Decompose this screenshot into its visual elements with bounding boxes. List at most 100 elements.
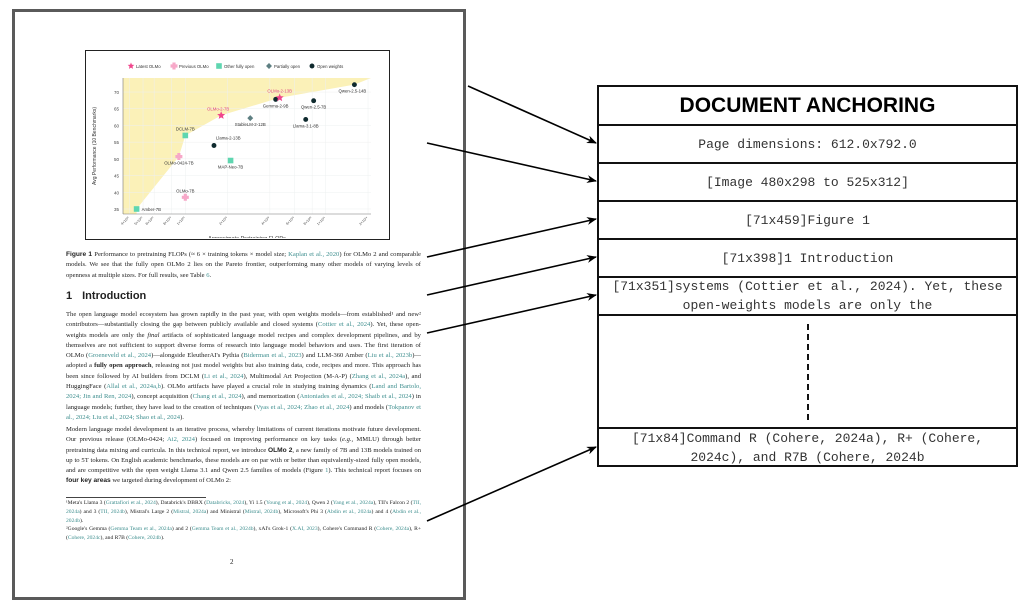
text-span: ), Cohere's Command R ( [317, 526, 377, 533]
x-tick-label: 8×10²² [162, 215, 173, 226]
citation-link[interactable]: X.AI, 2023 [291, 526, 318, 533]
citation-link[interactable]: Groeneveld et al., 2024 [88, 352, 152, 360]
x-tick-label: 1×10²⁴ [316, 216, 327, 227]
data-label: Gemma-2-9B [263, 103, 289, 108]
y-tick-label: 55 [114, 140, 120, 145]
text-span: ), Multimodal Art Projection (M-A-P) ( [243, 372, 352, 380]
text-span: ), concept acquisition ( [131, 393, 193, 401]
citation-link[interactable]: Young et al., 2024 [265, 500, 308, 506]
y-tick-label: 45 [114, 174, 120, 179]
arrow-figure [426, 217, 597, 258]
citation-link[interactable]: Gemma Team et al., 2024a [110, 526, 172, 533]
anchor-row-page-dimensions: Page dimensions: 612.0x792.0 [599, 126, 1016, 164]
data-label: DCLM-7B [176, 126, 195, 131]
citation-link[interactable]: Vyas et al., 2024; Zhao et al., 2024 [255, 403, 350, 411]
citation-link[interactable]: Land and Bartolo, 2024; Jin and Ren, 202… [66, 383, 421, 401]
citation-link[interactable]: 1 [325, 467, 329, 475]
citation-link[interactable]: Yang et al., 2024a [332, 500, 374, 506]
data-point [275, 93, 284, 102]
data-point [303, 116, 309, 122]
text-span: ), xAI's Grok-1 ( [253, 526, 292, 533]
document-anchoring-panel: DOCUMENT ANCHORING Page dimensions: 612.… [597, 85, 1018, 467]
pareto-frontier-region [123, 78, 371, 214]
citation-link[interactable]: Mistral, 2024b [244, 508, 279, 515]
section-number: 1 [66, 290, 73, 302]
citation-link[interactable]: Gemma Team et al., 2024b [191, 526, 254, 533]
citation-link[interactable]: Liu et al., 2023b [367, 352, 413, 360]
citation-link[interactable]: Cohere, 2024b [128, 535, 162, 542]
data-label: OLMo-7B [176, 188, 195, 193]
citation-link[interactable]: TII, 2024b [100, 508, 125, 515]
citation-link[interactable]: Li et al., 2024 [204, 372, 244, 380]
citation-link[interactable]: Antoniades et al., 2024; Shaib et al., 2… [299, 393, 412, 401]
citation-link[interactable]: Grattafiori et al., 2024 [105, 500, 156, 506]
text-span: ), and HuggingFace ( [66, 372, 422, 391]
text-span: ), and R7B ( [100, 535, 129, 542]
x-tick-label: 8×10²³ [303, 215, 314, 226]
x-tick-label: 4×10²³ [261, 215, 272, 226]
citation-link[interactable]: TII, 2024a [66, 500, 422, 515]
text-span: ¹Meta's Llama 3 ( [66, 500, 106, 506]
x-tick-label: 4×10²² [120, 215, 131, 226]
text-span: ) and models ( [349, 403, 389, 411]
data-label: Qwen-2.5-14B [339, 89, 367, 94]
text-span: final [147, 331, 160, 339]
arrow-heading [426, 255, 597, 296]
data-point [182, 132, 189, 139]
arrow-text [426, 293, 597, 334]
citation-link[interactable]: Databricks, 2024 [206, 500, 245, 506]
citation-link[interactable]: 6 [206, 271, 210, 279]
citation-link[interactable]: Zhang et al., 2024a [351, 372, 406, 380]
text-span: ). Yet, these open-weights models are on… [66, 321, 421, 339]
citation-link[interactable]: Kaplan et al., 2020 [288, 251, 340, 258]
text-span: Performance to pretraining FLOPs (≈ 6 × … [94, 251, 289, 258]
citation-link[interactable]: Tokpanov et al., 2024; Liu et al., 2024;… [66, 403, 421, 421]
text-span: OLMo 2 [268, 446, 293, 454]
citation-link[interactable]: Cottier et al., 2024 [317, 321, 371, 329]
data-label: Llama-2-13B [216, 135, 241, 140]
legend-label: Partially open [274, 64, 301, 69]
data-label: OLMo-2-7B [207, 106, 229, 111]
intro-paragraph-1: The open language model ecosystem has gr… [66, 310, 421, 423]
anchor-row-figure: [71x459]Figure 1 [599, 202, 1016, 240]
citation-link[interactable]: Allal et al., 2024a,b [106, 383, 161, 391]
citation-link[interactable]: Cohere, 2024c [67, 535, 101, 542]
data-label: OLMo-0424-7B [164, 161, 194, 166]
data-point [133, 206, 140, 212]
text-span: ) and 2 ( [171, 526, 192, 533]
x-tick-label: 6×10²³ [285, 215, 296, 226]
text-span: The open language model ecosystem has gr… [66, 311, 421, 329]
y-axis-label: Avg Performance (10 Benchmarks) [92, 107, 98, 185]
citation-link[interactable]: Biderman et al., 2023 [243, 352, 302, 360]
x-tick-label: 6×10²² [145, 215, 156, 226]
text-span: ), and memorization ( [241, 393, 300, 401]
y-tick-label: 40 [114, 190, 120, 195]
plus-legend-icon [170, 62, 178, 70]
legend-label: Open weights [317, 64, 343, 69]
citation-link[interactable]: Cohere, 2024a [376, 526, 410, 533]
citation-link[interactable]: Abdin et al., 2024b [66, 508, 421, 524]
text-span: ) focused on improving performance on ke… [194, 436, 343, 444]
legend-label: Previous OLMo [179, 64, 209, 69]
text-span: MMLU) through better pretraining data mi… [66, 436, 421, 454]
text-span: ), Mistral's Large 2 ( [124, 508, 174, 515]
text-span: e.g., [342, 436, 354, 444]
citation-link[interactable]: Ai2, 2024 [167, 436, 195, 444]
citation-link[interactable]: Mistral, 2024a [173, 508, 207, 515]
citation-link[interactable]: Abdin et al., 2024a [326, 508, 372, 515]
text-span: ). This technical report focuses on [328, 467, 421, 475]
intro-paragraph-2: Modern language model development is an … [66, 425, 421, 487]
anchor-row-footnote: [71x84]Command R (Cohere, 2024a), R+ (Co… [631, 431, 984, 465]
text-span: , a new family of 7B and 13B models trai… [66, 446, 421, 475]
y-tick-label: 50 [114, 157, 120, 162]
text-span: )—adopted a [66, 352, 421, 370]
text-span: ) for OLMo 2 and comparable models. We s… [66, 251, 421, 279]
x-tick-label: 2×10²⁴ [358, 216, 369, 227]
y-tick-label: 35 [114, 207, 120, 212]
text-span: Modern language model development is an … [66, 426, 421, 444]
text-span: ), Databrick's DBRX ( [155, 500, 207, 506]
citation-link[interactable]: Chang et al., 2024 [192, 393, 242, 401]
